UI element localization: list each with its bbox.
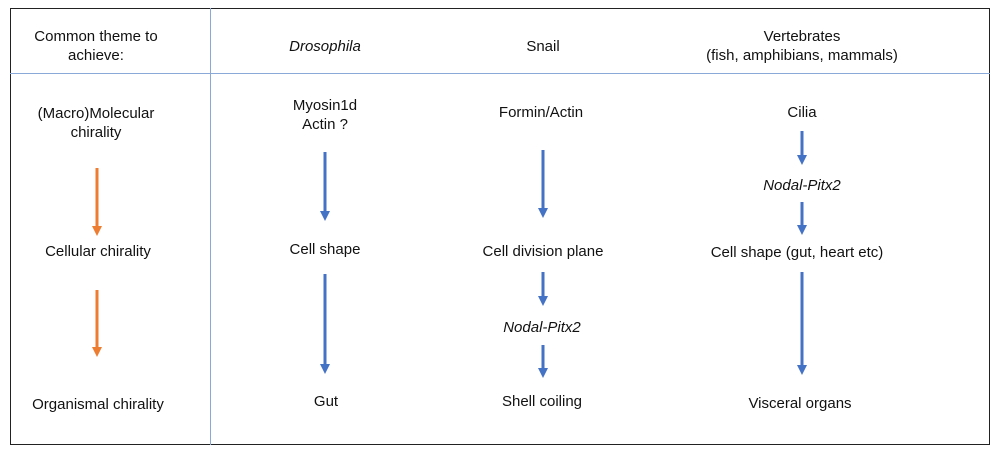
blue-arrow-vertebrates-nodal-to-cellular: [797, 202, 807, 235]
drosophila-organismal: Gut: [313, 393, 339, 410]
level-molecular: (Macro)Molecular chirality: [38, 104, 155, 142]
orange-arrow-cellular-to-organismal: [92, 290, 102, 357]
drosophila-molecular: Myosin1d Actin ?: [293, 96, 357, 134]
theme-header-line2: achieve:: [68, 47, 124, 64]
vertebrates-molecular: Cilia: [787, 104, 817, 121]
snail-header: Snail: [526, 38, 560, 55]
column-divider: [210, 8, 211, 445]
vertebrates-organismal: Visceral organs: [748, 395, 852, 412]
theme-header: Common theme to achieve:: [34, 27, 157, 65]
snail-organismal: Shell coiling: [501, 393, 583, 410]
vertebrates-header-line1: Vertebrates: [763, 28, 841, 45]
blue-arrow-vertebrates-cilia-to-nodal: [797, 131, 807, 165]
drosophila-header: Drosophila: [289, 38, 361, 55]
drosophila-molecular-line2: Actin ?: [302, 116, 348, 133]
blue-arrow-drosophila-molecular-to-cellular: [320, 152, 330, 221]
snail-intermediate: Nodal-Pitx2: [503, 319, 581, 336]
blue-arrow-snail-nodal-to-shell: [538, 345, 548, 378]
vertebrates-cellular: Cell shape (gut, heart etc): [710, 244, 884, 261]
level-cellular: Cellular chirality: [45, 243, 151, 260]
drosophila-molecular-line1: Myosin1d: [292, 97, 358, 114]
level-molecular-line1: (Macro)Molecular: [37, 105, 155, 122]
theme-header-line1: Common theme to: [34, 28, 158, 45]
blue-arrow-snail-cellular-to-nodal: [538, 272, 548, 306]
level-molecular-line2: chirality: [70, 124, 122, 141]
vertebrates-header: Vertebrates (fish, amphibians, mammals): [706, 27, 898, 65]
blue-arrow-drosophila-cellular-to-gut: [320, 274, 330, 374]
snail-cellular: Cell division plane: [482, 243, 604, 260]
drosophila-cellular: Cell shape: [289, 241, 361, 258]
vertebrates-intermediate: Nodal-Pitx2: [763, 177, 841, 194]
blue-arrow-snail-molecular-to-cellular: [538, 150, 548, 218]
diagram-frame: [10, 8, 990, 445]
orange-arrow-molecular-to-cellular: [92, 168, 102, 236]
header-divider: [10, 73, 990, 74]
blue-arrow-vertebrates-cellular-to-organs: [797, 272, 807, 375]
level-organismal: Organismal chirality: [32, 396, 164, 413]
snail-molecular: Formin/Actin: [498, 104, 584, 121]
vertebrates-header-line2: (fish, amphibians, mammals): [706, 47, 898, 64]
